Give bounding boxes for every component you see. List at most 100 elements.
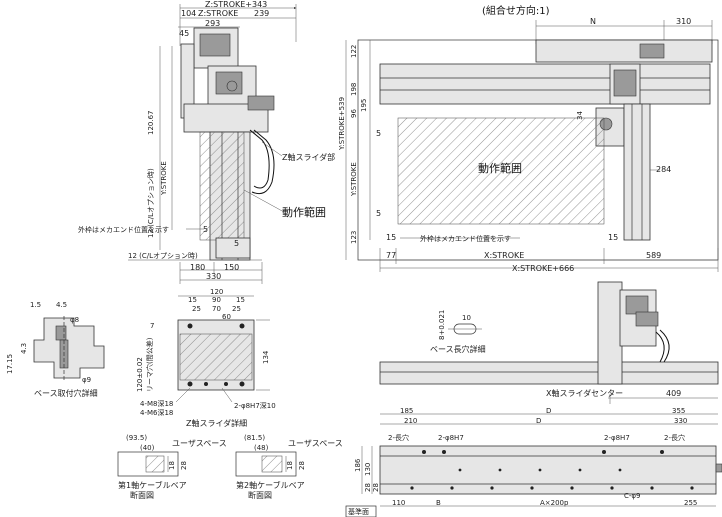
top-view: N 310 動作範囲 122 198 Y:STROKE+539 Y:STROKE… [338,17,719,273]
front-dim-150: 150 [224,263,239,272]
top-dim-284: 284 [656,165,671,174]
bh-dim-phi8: φ8 [70,316,79,324]
x-base-plate [379,445,717,495]
zs-dim-15b: 15 [236,296,245,304]
cb2-user-space: ユーザスペース [288,439,343,448]
base-bottom-view: 185 D 355 210 D 330 2-長穴 2-φ8H7 2-φ8H7 2… [345,407,722,517]
side-column [597,281,623,385]
top-dim-5b: 5 [376,209,381,218]
y-axis-beam [379,63,711,105]
cb1-dim-93-5: (93.5) [126,434,147,442]
y-motor-top [535,39,713,63]
heading: (組合せ方向:1) [482,4,550,17]
bb-dim-330: 330 [674,417,687,425]
bh-dim-17-15: 17.15 [6,354,14,374]
bh-dim-4-5: 4.5 [56,301,67,309]
base-hole-detail: 1.5 4.5 φ8 4.3 17.15 φ9 ベース取付穴詳細 [6,301,105,398]
callout-outer-frame-top: 外枠はメカエンド位置を示す [420,234,511,243]
top-dim-15a: 15 [386,233,396,242]
cb1-user-space: ユーザスペース [172,439,227,448]
bb-dim-a-200p: A×200p [540,499,569,507]
zs-dim-7: 7 [150,322,154,330]
top-dim-y-stroke-539: Y:STROKE+539 [338,97,346,151]
cb1-dim-18: 18 [168,461,176,470]
cable-carrier-2: (81.5) ユーザスペース (48) 18 28 第2軸ケーブルベア 断面図 [235,434,343,500]
top-dim-x-stroke: X:STROKE [484,251,524,260]
zs-dim-25b: 25 [232,305,241,313]
bb-dim-28a: 28 [364,483,372,492]
z-motor [199,33,231,57]
top-motion-range [397,117,605,225]
x-axis-column [623,103,651,241]
bb-dim-355: 355 [672,407,685,415]
top-dim-96: 96 [350,109,358,118]
side-dim-409: 409 [666,389,681,398]
front-dim-12-cl-bottom: 12 (C/Lオプション時) [128,252,198,260]
bb-label-long-hole-1: 2-長穴 [388,433,409,442]
front-dim-104: 104 [181,9,196,18]
front-dim-5b: 5 [234,239,239,248]
bb-label-phi8-1: 2-φ8H7 [438,434,464,442]
z-slider-detail: 120 15 90 15 25 70 25 60 7 134 120±0.02 … [136,288,276,428]
bb-dim-28b: 28 [372,483,380,492]
side-callout-x-slider: X軸スライダセンター [546,388,623,398]
cb1-caption-2: 断面図 [130,490,154,500]
callout-outer-frame-front: 外枠はメカエンド位置を示す [78,225,169,234]
top-dim-310: 310 [676,17,691,26]
zs-dim-120: 120 [210,288,223,296]
zs-caption: Z軸スライダ詳細 [186,418,247,428]
zs-dim-15a: 15 [188,296,197,304]
front-view: Z:STROKE+343 104 Z:STROKE 239 293 45 120… [78,0,335,284]
zs-dim-60: 60 [222,313,231,321]
side-view: X軸スライダセンター 409 [379,281,719,404]
front-dim-120-67: 120.67 [147,111,155,136]
top-dim-15b: 15 [608,233,618,242]
top-dim-195: 195 [360,99,368,112]
zs-callout-phi8: 2-φ8H7深10 [234,401,276,410]
front-dim-z-stroke: Z:STROKE [198,9,238,18]
zs-callout-m8: 4-M8深18 [140,399,173,408]
front-dim-293: 293 [205,19,220,28]
bh-dim-phi9: φ9 [82,376,91,384]
bh-dim-4-3: 4.3 [20,343,28,354]
top-dim-n: N [590,17,596,26]
bb-dim-d1: D [546,407,551,415]
top-dim-589: 589 [646,251,661,260]
lh-caption: ベース長穴詳細 [430,344,486,354]
cable-carrier-1: (93.5) ユーザスペース (40) 18 28 第1軸ケーブルベア 断面図 [117,434,227,500]
zs-dim-ream-hole: リーマ穴(間公差) [145,337,154,392]
cb2-dim-28: 28 [298,461,306,470]
callout-z-slider: Z軸スライダ部 [282,152,335,162]
cb1-dim-28: 28 [180,461,188,470]
bb-dim-210: 210 [404,417,417,425]
callout-motion-range-front: 動作範囲 [282,205,326,219]
top-dim-x-stroke-666: X:STROKE+666 [512,264,574,273]
top-dim-5a: 5 [376,129,381,138]
bb-dim-130: 130 [364,463,372,476]
front-dim-180: 180 [190,263,205,272]
front-dim-239: 239 [254,9,269,18]
bb-dim-b: B [436,499,441,507]
x-base-beam [379,361,719,385]
cb2-dim-48: (48) [254,444,269,452]
front-dim-12-cl-side: 12 (C/Lオプション時) [147,168,155,238]
lh-dim-8-tol: 8+0.021 [438,310,446,340]
cb1-dim-40: (40) [140,444,155,452]
front-dim-z-stroke-343: Z:STROKE+343 [205,0,267,9]
bb-dim-186: 186 [354,458,362,472]
top-dim-123: 123 [350,231,358,244]
zs-dim-25a: 25 [192,305,201,313]
bb-dim-185: 185 [400,407,413,415]
top-dim-122: 122 [350,45,358,58]
cb2-caption-1: 第2軸ケーブルベア [236,480,305,490]
front-dim-5a: 5 [203,225,208,234]
bh-caption: ベース取付穴詳細 [34,388,98,398]
top-dim-34: 34 [576,111,584,120]
bh-dim-1-5: 1.5 [30,301,41,309]
bb-dim-255: 255 [684,499,697,507]
bb-ref-surface: 基準面 [348,507,369,516]
cb2-caption-2: 断面図 [248,490,272,500]
cb1-caption-1: 第1軸ケーブルベア [118,480,187,490]
